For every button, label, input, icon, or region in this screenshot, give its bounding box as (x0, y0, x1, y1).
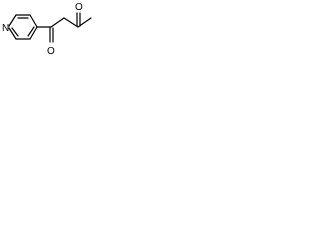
chemical-structure: N O O (2, 2, 92, 57)
ketone-oxygen-label-2: O (75, 2, 83, 13)
pyridine-ring (8, 14, 38, 40)
bond-ch2-to-carbonyl-2 (63, 17, 79, 28)
bond-ring-c3-c4 (29, 14, 38, 28)
bond-ring-c4-c5-double (27, 26, 35, 37)
bond-ring-c6-n-double (11, 27, 19, 37)
bond-carbonyl-1-to-ch2 (50, 17, 65, 28)
bond-ring-n-c2 (8, 14, 17, 27)
ring-nitrogen-label: N (2, 23, 9, 34)
bond-ring-c4-c5 (29, 26, 38, 40)
ketone-oxygen-label-1: O (47, 46, 55, 57)
side-chain (36, 12, 92, 43)
bond-ring-c6-n (8, 27, 17, 40)
